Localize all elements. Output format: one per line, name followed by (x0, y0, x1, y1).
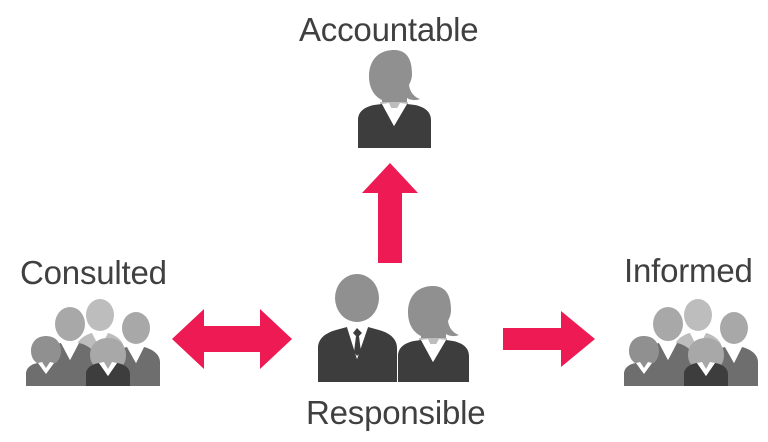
responsible-tie (353, 328, 362, 356)
group-person-front-center (684, 338, 728, 386)
group-person-front-center (86, 338, 130, 386)
accountable-label: Accountable (299, 11, 479, 48)
accountable-head (369, 50, 420, 104)
responsible-label: Responsible (306, 394, 486, 431)
responsible-person-woman (398, 286, 469, 382)
informed-label: Informed (624, 252, 753, 289)
group-person-front-left (624, 336, 664, 386)
consulted-label: Consulted (20, 254, 167, 291)
accountable-body (358, 104, 431, 148)
arrow-up-icon (362, 163, 418, 263)
arrow-left-right-icon (172, 307, 292, 371)
arrow-right-icon (503, 311, 595, 367)
consulted-figure (24, 299, 176, 386)
informed-figure (622, 299, 768, 386)
responsible-figure (314, 274, 474, 382)
group-person-front-left (26, 336, 66, 386)
accountable-figure (352, 48, 437, 148)
responsible-person-man (318, 274, 397, 382)
